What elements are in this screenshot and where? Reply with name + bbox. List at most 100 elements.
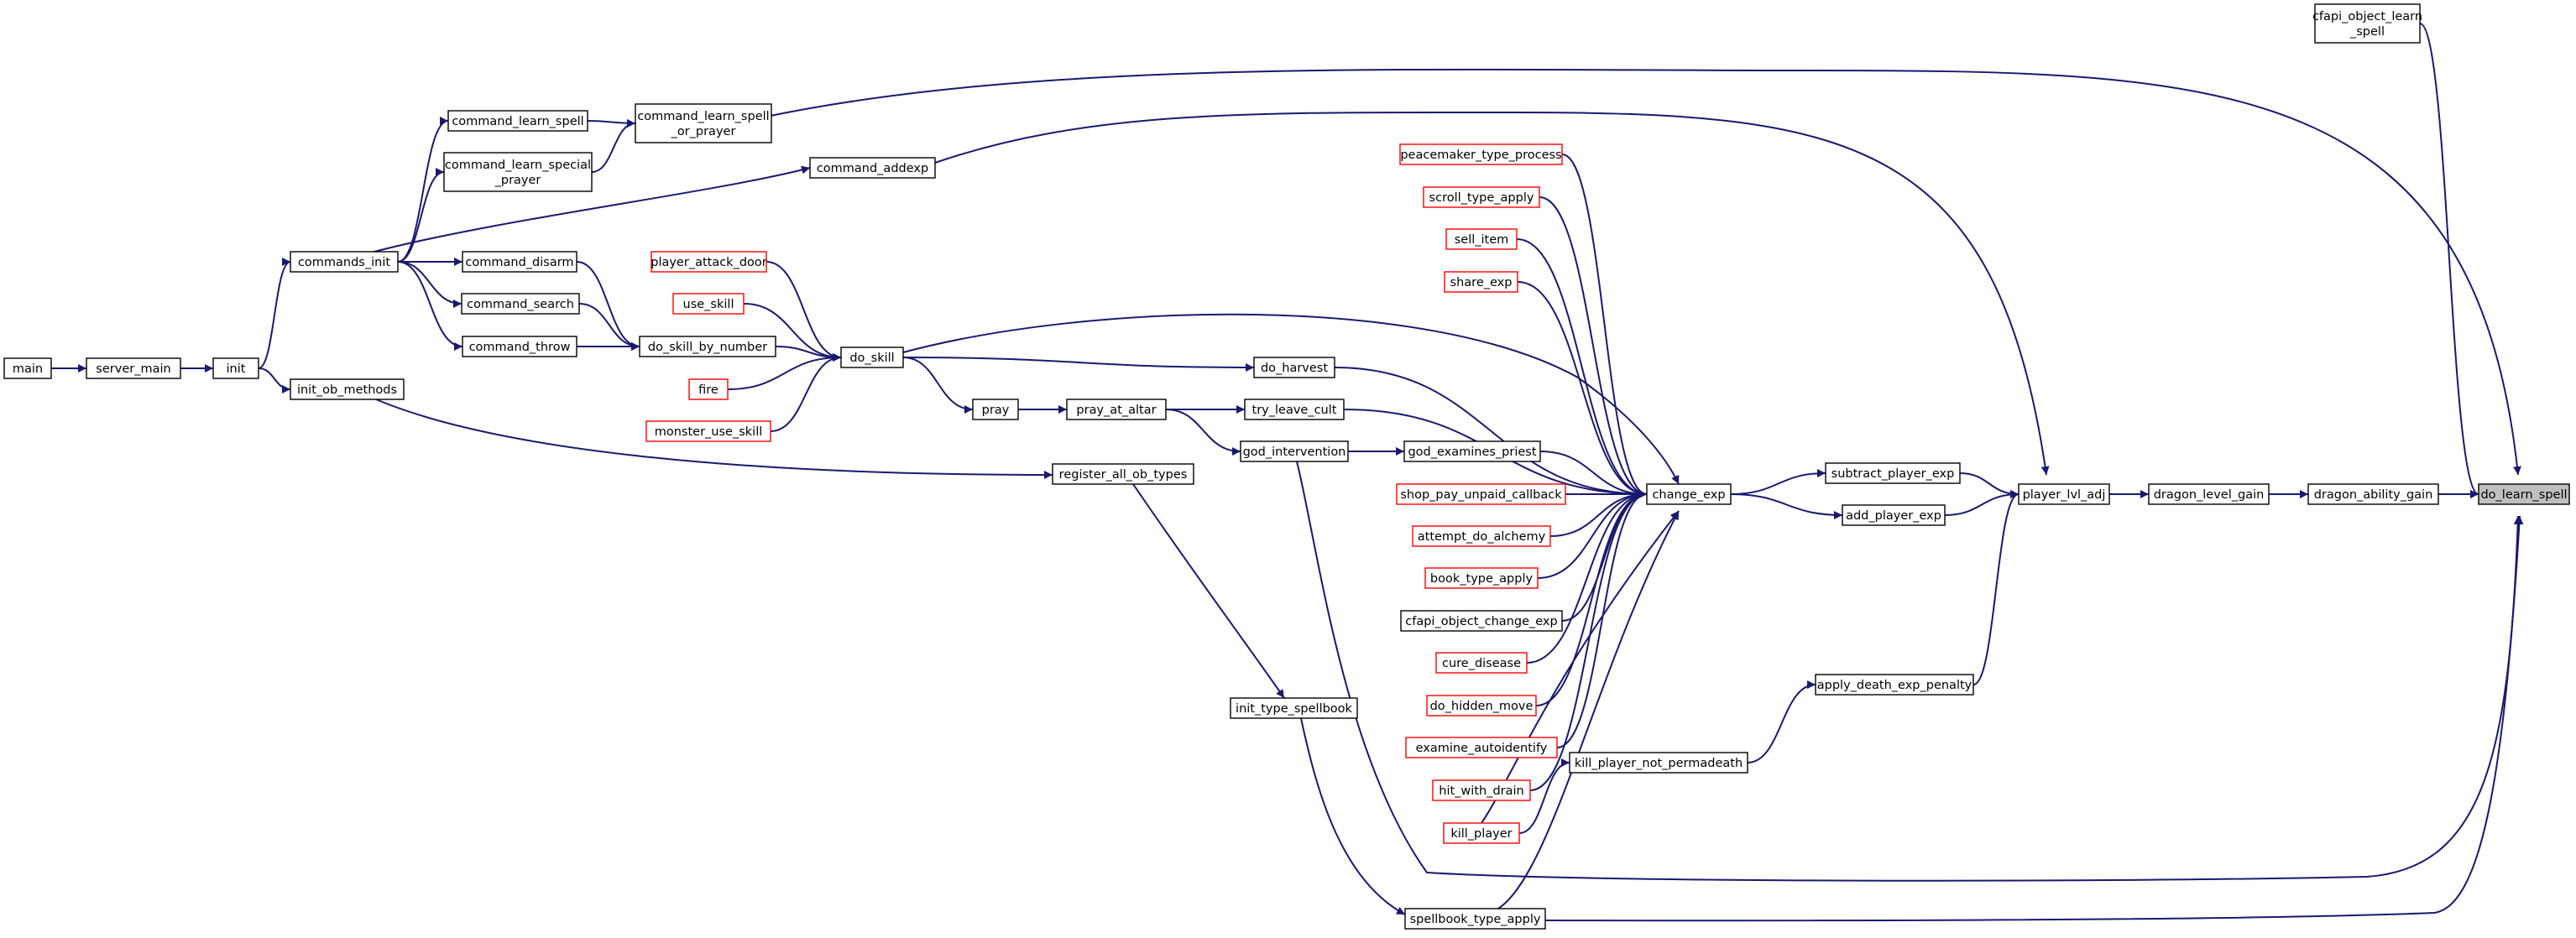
node-main[interactable]: main	[3, 357, 52, 379]
edge-do-skill-to-change-exp	[902, 313, 1680, 485]
node-init-type-spellbook[interactable]: init_type_spellbook	[1230, 697, 1358, 719]
node-pray-at-altar[interactable]: pray_at_altar	[1066, 399, 1167, 420]
node-god-examines-priest[interactable]: god_examines_priest	[1403, 440, 1541, 462]
node-book-type-apply[interactable]: book_type_apply	[1424, 567, 1539, 589]
node-command-addexp[interactable]: command_addexp	[809, 157, 936, 179]
node-command-learn-special-prayer[interactable]: command_learn_special_prayer	[443, 152, 593, 192]
edge-command-disarm-to-do-skill-by-number	[576, 261, 640, 351]
node-dragon-level-gain[interactable]: dragon_level_gain	[2148, 483, 2270, 505]
node-god-intervention[interactable]: god_intervention	[1240, 440, 1349, 462]
edge-apply-death-exp-penalty-to-player-lvl-adj	[1972, 490, 2020, 685]
node-sell-item[interactable]: sell_item	[1445, 228, 1518, 250]
edge-god-intervention-to-do-learn-spell	[1296, 461, 2522, 882]
node-change-exp[interactable]: change_exp	[1646, 483, 1732, 505]
node-box	[86, 357, 181, 379]
node-label: change_exp	[1652, 488, 1725, 502]
node-label: command_learn_spell	[452, 115, 583, 128]
node-label: cure_disease	[1442, 657, 1521, 670]
node-player-lvl-adj[interactable]: player_lvl_adj	[2018, 483, 2110, 505]
node-dragon-ability-gain[interactable]: dragon_ability_gain	[2307, 483, 2439, 505]
node-label: dragon_ability_gain	[2314, 488, 2433, 502]
node-pray[interactable]: pray	[972, 399, 1019, 420]
node-init-ob-methods[interactable]: init_ob_methods	[290, 378, 405, 400]
node-box	[1396, 483, 1566, 505]
node-label: subtract_player_exp	[1831, 467, 1955, 481]
node-label: shop_pay_unpaid_callback	[1400, 488, 1562, 502]
node-subtract-player-exp[interactable]: subtract_player_exp	[1825, 462, 1961, 484]
edge-share-exp-to-change-exp	[1517, 281, 1648, 498]
node-player-attack-door[interactable]: player_attack_door	[651, 251, 767, 273]
node-cfapi-object-change-exp[interactable]: cfapi_object_change_exp	[1400, 610, 1563, 632]
node-box	[212, 357, 259, 379]
node-box	[635, 103, 772, 143]
node-box	[651, 251, 767, 273]
node-command-learn-spell-or-prayer[interactable]: command_learn_spell_or_prayer	[635, 103, 772, 143]
node-shop-pay-unpaid-callback[interactable]: shop_pay_unpaid_callback	[1396, 483, 1566, 505]
edge-command-learn-special-prayer-to-command-learn-spell-or-prayer	[591, 119, 636, 173]
node-label: player_lvl_adj	[2023, 488, 2106, 502]
edge-add-player-exp-to-player-lvl-adj	[1944, 490, 2020, 516]
node-label: init	[227, 362, 246, 376]
edge-kill-player-not-permadeath-to-apply-death-exp-penalty	[1747, 680, 1816, 763]
node-label: pray_at_altar	[1076, 404, 1156, 417]
node-box	[645, 420, 771, 442]
node-do-learn-spell[interactable]: do_learn_spell	[2478, 483, 2570, 505]
node-label: _spell	[2349, 25, 2385, 39]
node-cfapi-object-learn-spell[interactable]: cfapi_object_learn_spell	[2312, 3, 2422, 44]
node-monster-use-skill[interactable]: monster_use_skill	[645, 420, 771, 442]
node-examine-autoidentify[interactable]: examine_autoidentify	[1405, 737, 1558, 758]
node-label: do_hidden_move	[1430, 700, 1534, 713]
edge-book-type-apply-to-change-exp	[1537, 490, 1648, 579]
node-kill-player-not-permadeath[interactable]: kill_player_not_permadeath	[1569, 752, 1748, 774]
node-spellbook-type-apply[interactable]: spellbook_type_apply	[1404, 908, 1546, 930]
node-fire[interactable]: fire	[688, 378, 729, 400]
node-scroll-type-apply[interactable]: scroll_type_apply	[1423, 186, 1540, 208]
node-box	[462, 251, 577, 273]
node-command-search[interactable]: command_search	[461, 293, 580, 315]
node-label: command_throw	[469, 341, 571, 354]
node-share-exp[interactable]: share_exp	[1444, 271, 1518, 293]
node-command-throw[interactable]: command_throw	[462, 336, 577, 357]
node-label: server_main	[96, 362, 170, 376]
node-cure-disease[interactable]: cure_disease	[1435, 652, 1528, 674]
node-register-all-ob-types[interactable]: register_all_ob_types	[1052, 463, 1194, 485]
node-do-skill-by-number[interactable]: do_skill_by_number	[639, 336, 776, 357]
node-command-disarm[interactable]: command_disarm	[462, 251, 577, 273]
node-label: god_examines_priest	[1408, 446, 1536, 459]
edge-peacemaker-type-process-to-change-exp	[1561, 154, 1648, 498]
node-do-harvest[interactable]: do_harvest	[1253, 357, 1335, 378]
node-label: command_search	[467, 298, 574, 311]
node-do-hidden-move[interactable]: do_hidden_move	[1426, 695, 1537, 717]
node-box	[1424, 567, 1539, 589]
edge-command-addexp-to-player-lvl-adj	[934, 111, 2050, 476]
node-init[interactable]: init	[212, 357, 259, 379]
edge-do-skill-to-pray	[902, 357, 974, 414]
node-commands-init[interactable]: commands_init	[290, 251, 399, 273]
node-label: use_skill	[683, 298, 734, 311]
node-add-player-exp[interactable]: add_player_exp	[1842, 504, 1946, 526]
node-do-skill[interactable]: do_skill	[840, 347, 904, 368]
node-peacemaker-type-process[interactable]: peacemaker_type_process	[1399, 143, 1563, 165]
node-server-main[interactable]: server_main	[86, 357, 181, 379]
node-label: fire	[698, 383, 718, 397]
node-try-leave-cult[interactable]: try_leave_cult	[1244, 399, 1345, 420]
edge-do-skill-to-do-harvest	[902, 357, 1255, 372]
node-command-learn-spell[interactable]: command_learn_spell	[447, 110, 588, 132]
node-label: command_addexp	[817, 162, 928, 175]
node-apply-death-exp-penalty[interactable]: apply_death_exp_penalty	[1815, 674, 1974, 696]
node-kill-player[interactable]: kill_player	[1443, 822, 1520, 844]
edge-spellbook-type-apply-to-do-learn-spell	[1544, 515, 2524, 922]
node-label: _prayer	[494, 174, 541, 187]
edge-cure-disease-to-change-exp	[1526, 490, 1648, 664]
node-label: do_skill_by_number	[648, 341, 767, 354]
node-label: do_skill	[849, 352, 894, 365]
node-label: command_learn_spell	[637, 110, 769, 123]
node-use-skill[interactable]: use_skill	[672, 293, 745, 315]
node-label: do_harvest	[1261, 362, 1328, 375]
node-box	[1066, 399, 1167, 420]
node-label: do_learn_spell	[2480, 488, 2567, 502]
node-box	[1569, 752, 1748, 774]
node-box	[461, 293, 580, 315]
node-attempt-do-alchemy[interactable]: attempt_do_alchemy	[1412, 525, 1551, 547]
node-hit-with-drain[interactable]: hit_with_drain	[1432, 779, 1531, 801]
